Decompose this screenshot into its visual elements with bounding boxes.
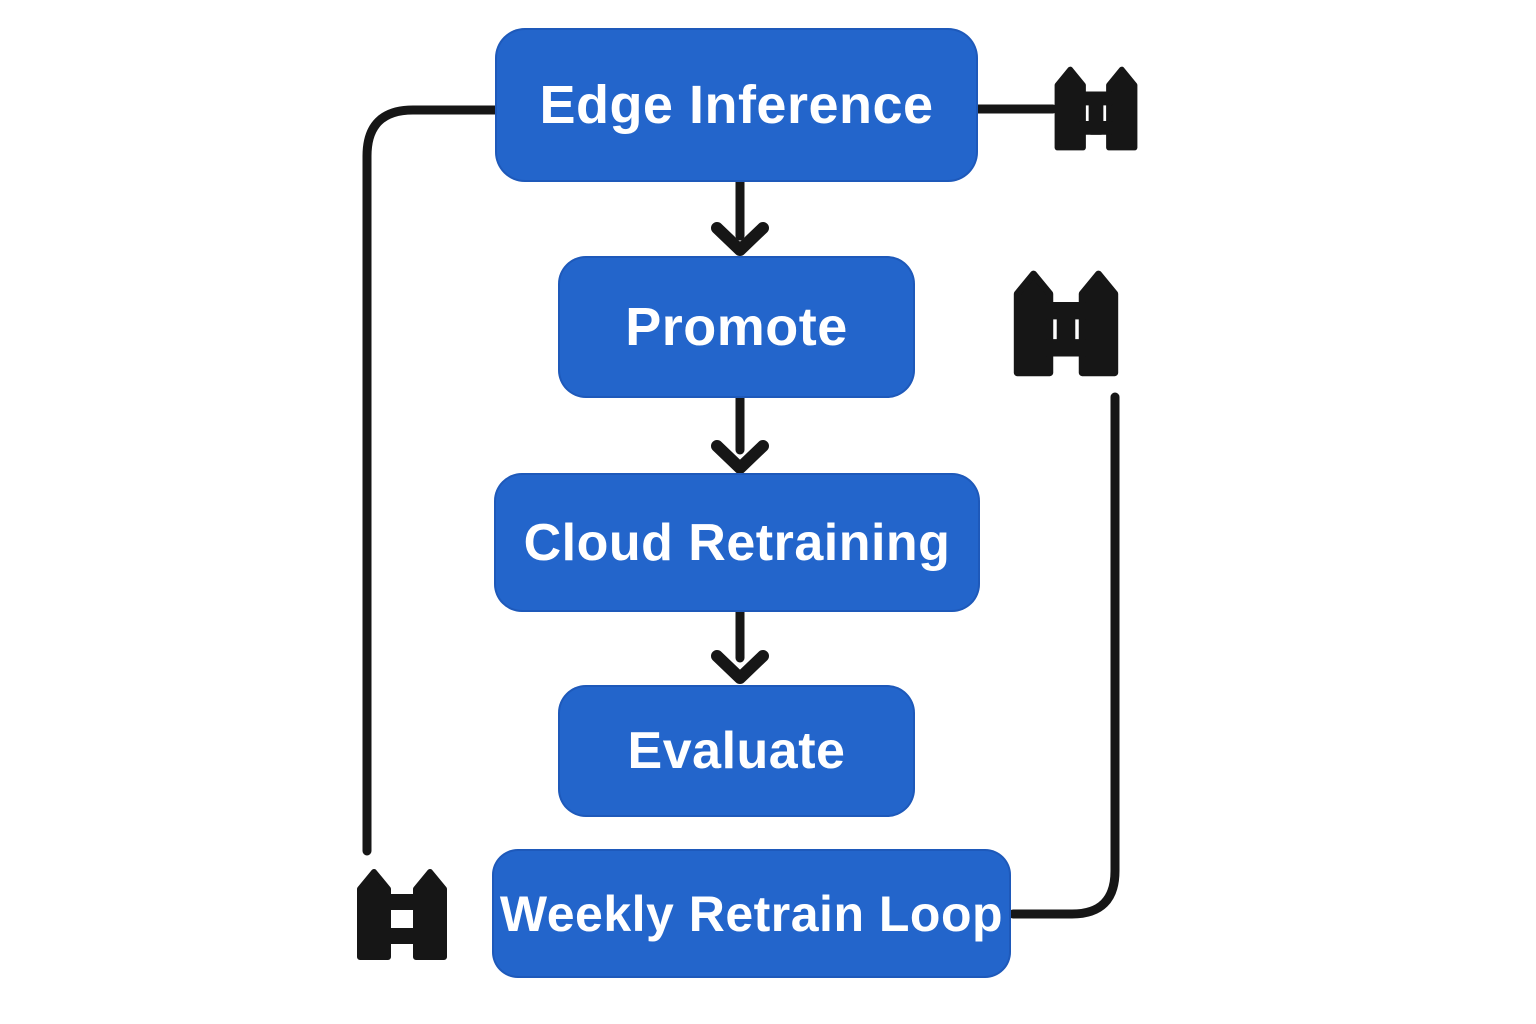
arrow-cloud-to-evaluate-head — [711, 650, 769, 684]
node-evaluate-label: Evaluate — [627, 722, 846, 780]
arrow-edge-to-promote-head — [711, 222, 769, 256]
node-cloud-retraining-label: Cloud Retraining — [523, 513, 951, 572]
icon-to-weekly-loop-line — [1008, 392, 1120, 919]
node-promote: Promote — [558, 256, 915, 398]
node-edge-inference: Edge Inference — [495, 28, 978, 182]
edge-left-loop-line — [362, 105, 502, 856]
arrow-promote-to-cloud-head — [711, 440, 769, 474]
node-promote-label: Promote — [625, 297, 848, 357]
fence-icon-bottom-left — [357, 869, 447, 960]
node-weekly-retrain-loop-label: Weekly Retrain Loop — [499, 885, 1004, 942]
node-weekly-retrain-loop: Weekly Retrain Loop — [492, 849, 1011, 978]
node-edge-inference-label: Edge Inference — [539, 75, 934, 135]
node-cloud-retraining: Cloud Retraining — [494, 473, 980, 612]
node-evaluate: Evaluate — [558, 685, 915, 817]
fence-icon-top-right — [1054, 66, 1138, 151]
fence-icon-middle-right — [1013, 270, 1119, 377]
